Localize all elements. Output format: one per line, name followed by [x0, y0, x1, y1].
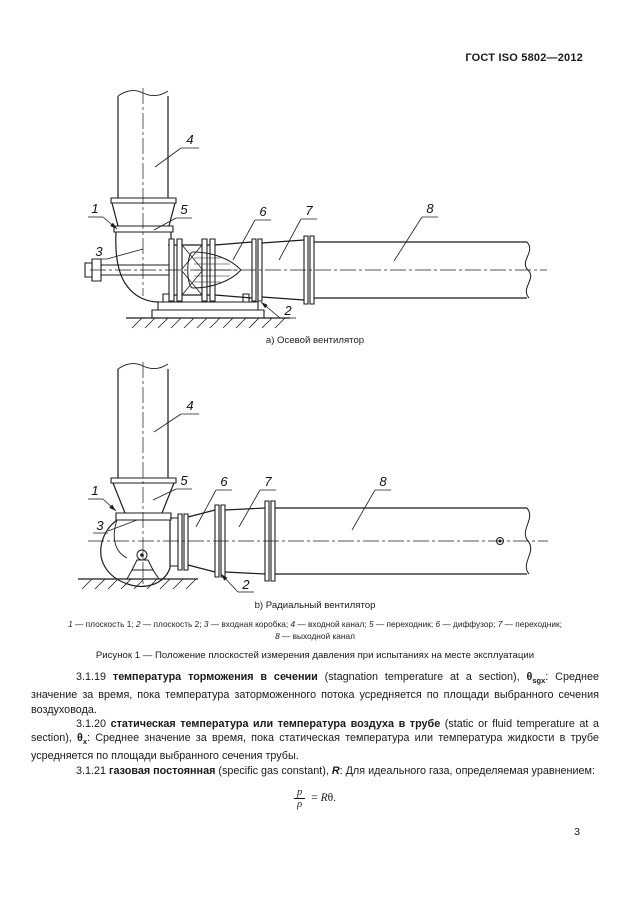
svg-text:2: 2	[241, 577, 250, 592]
callouts-a: 4 1 5 3 6 7 8 2	[88, 132, 438, 318]
callout-5-b: 5	[153, 473, 192, 500]
svg-text:6: 6	[259, 204, 267, 219]
inlet-box-a	[116, 232, 171, 302]
callout-3-b: 3	[93, 518, 137, 533]
callout-1-a: 1	[88, 201, 117, 229]
svg-text:6: 6	[220, 474, 228, 489]
callout-6-a: 6	[233, 204, 271, 260]
scroll-casing-b	[101, 518, 178, 586]
callout-6-b: 6	[196, 474, 232, 527]
page-number: 3	[574, 826, 580, 838]
figure-title: Рисунок 1 — Положение плоскостей измерен…	[95, 650, 535, 661]
ground-b	[78, 579, 198, 589]
vertical-duct-a	[111, 91, 176, 232]
svg-text:3: 3	[95, 244, 103, 259]
formula-rhs: = Rθ.	[311, 792, 337, 805]
svg-text:7: 7	[305, 203, 313, 218]
formula-denominator: ρ	[297, 798, 303, 810]
paragraph-3-1-19: 3.1.19 температура торможения в сечении …	[31, 671, 599, 716]
paragraph-3-1-21: 3.1.21 газовая постоянная (specific gas …	[76, 764, 595, 777]
callout-7-b: 7	[239, 474, 276, 527]
callout-2-b: 2	[221, 574, 254, 592]
svg-text:4: 4	[186, 132, 193, 147]
svg-text:5: 5	[180, 473, 188, 488]
paragraph-3-1-20: 3.1.20 статическая температура или темпе…	[31, 717, 599, 763]
svg-text:1: 1	[91, 201, 98, 216]
svg-text:8: 8	[426, 201, 434, 216]
callout-3-a: 3	[92, 244, 143, 259]
figure-b-caption: b) Радиальный вентилятор	[254, 600, 376, 611]
callout-4-a: 4	[155, 132, 199, 167]
formula-numerator: p	[293, 787, 306, 799]
callout-8-b: 8	[352, 474, 391, 530]
vertical-duct-b	[111, 364, 176, 520]
callout-2-a: 2	[261, 302, 296, 318]
callout-8-a: 8	[394, 201, 438, 261]
callout-4-b: 4	[154, 398, 199, 432]
definitions-text: 3.1.19 температура торможения в сечении …	[31, 670, 599, 810]
callout-1-b: 1	[88, 483, 116, 511]
svg-text:7: 7	[264, 474, 272, 489]
axial-fan-diagram: 4 1 5 3 6 7 8 2	[0, 85, 630, 337]
callouts-b: 4 1 5 3 6 7 8 2	[88, 398, 391, 592]
callout-7-a: 7	[279, 203, 317, 260]
legend-line-1: 1 — плоскость 1; 2 — плоскость 2; 3 — вх…	[68, 619, 562, 629]
measurement-point-b	[497, 538, 504, 545]
svg-text:1: 1	[91, 483, 98, 498]
callout-5-a: 5	[154, 202, 192, 230]
legend-line-2: 8 — выходной канал	[275, 630, 355, 641]
figure-legend: 1 — плоскость 1; 2 — плоскость 2; 3 — вх…	[20, 619, 610, 642]
radial-fan-diagram: 4 1 5 3 6 7 8 2	[0, 358, 630, 600]
svg-text:4: 4	[186, 398, 193, 413]
svg-text:2: 2	[283, 303, 292, 318]
svg-text:5: 5	[180, 202, 188, 217]
svg-text:8: 8	[379, 474, 387, 489]
ground-a	[126, 318, 290, 328]
svg-text:3: 3	[96, 518, 104, 533]
doc-code: ГОСТ ISO 5802—2012	[465, 52, 583, 64]
figure-a-caption: а) Осевой вентилятор	[265, 335, 365, 346]
